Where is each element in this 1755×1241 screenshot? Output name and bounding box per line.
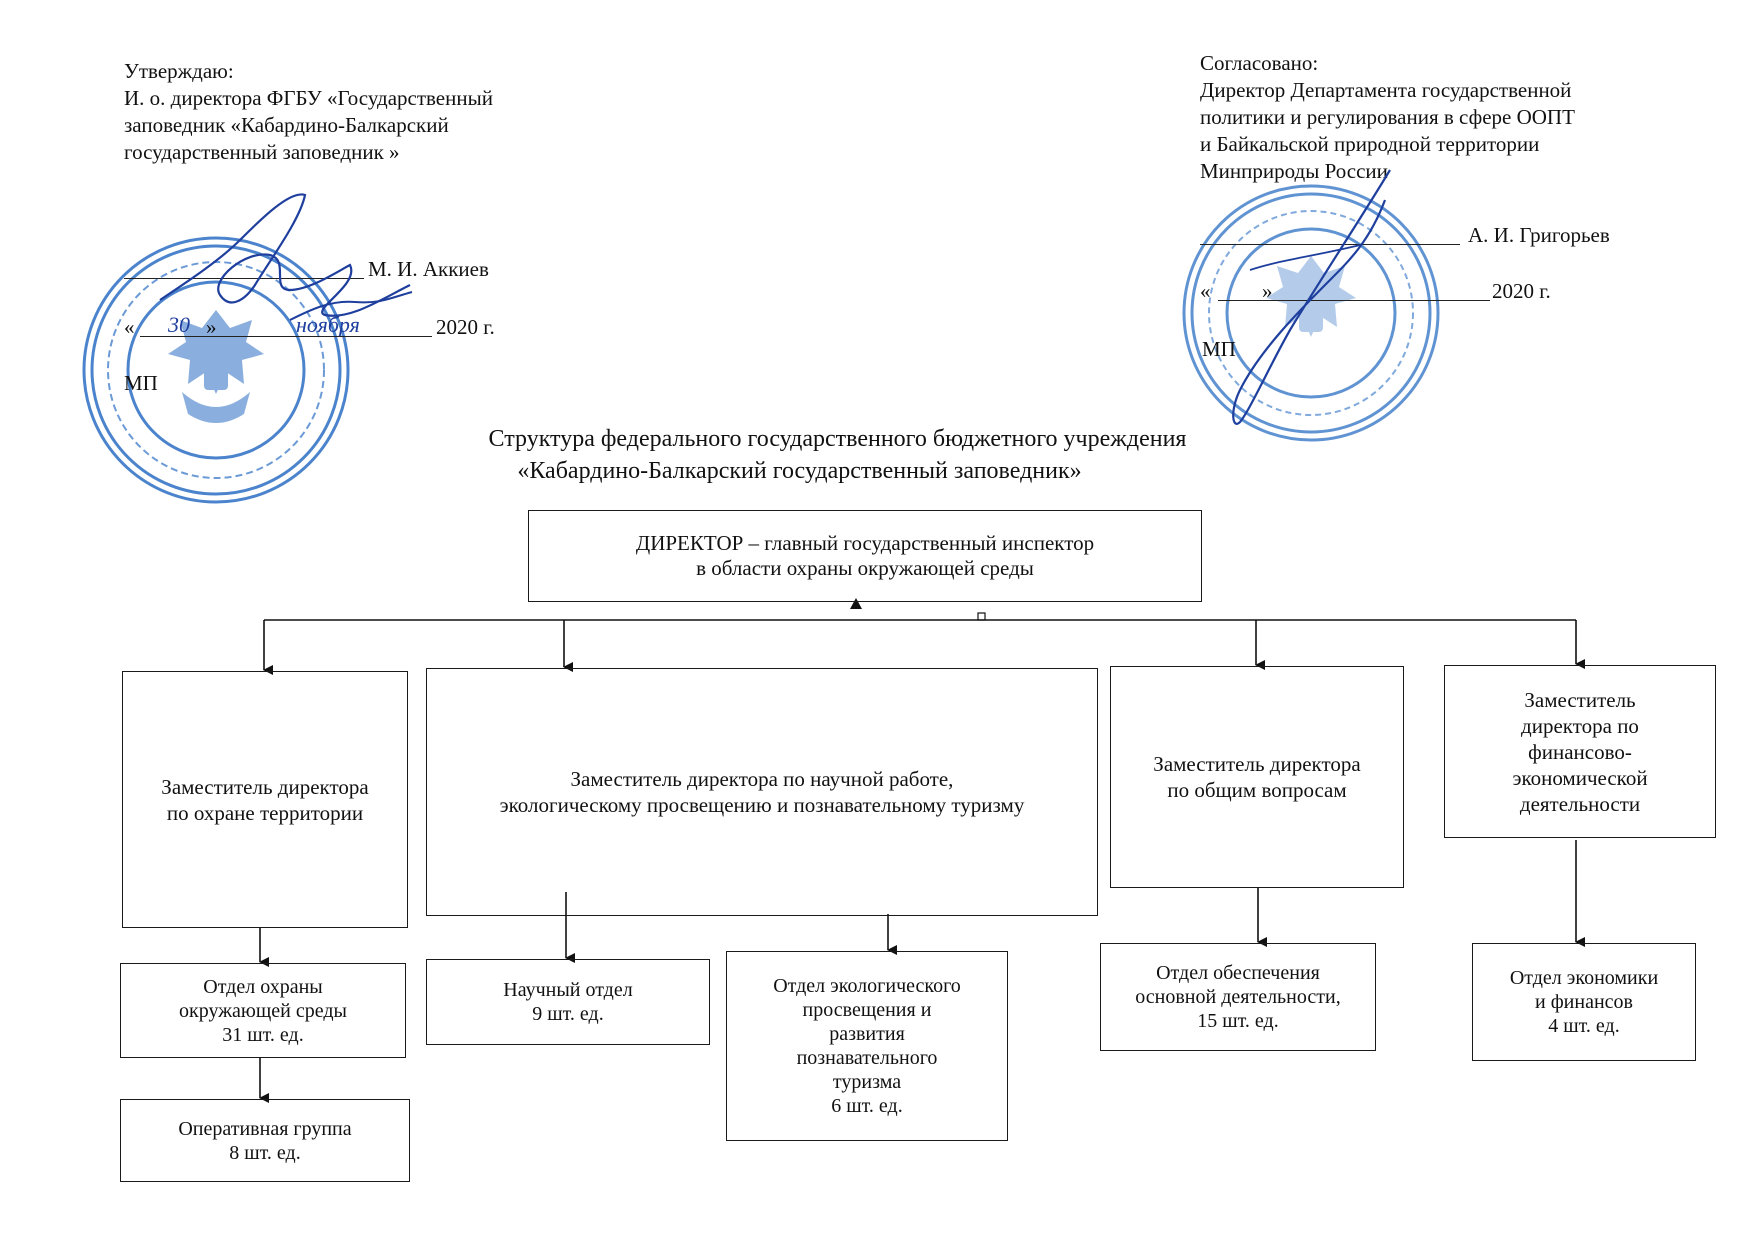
director-box-label: ДИРЕКТОР – главный государственный инспе… bbox=[635, 531, 1095, 580]
deputy-territory-box: Заместитель директора по охране территор… bbox=[122, 671, 408, 928]
agree-position-line-2: политики и регулирования в сфере ООПТ bbox=[1200, 105, 1575, 129]
dept-support-box: Отдел обеспечения основной деятельности,… bbox=[1100, 943, 1376, 1051]
dept-science-label: Научный отдел 9 шт. ед. bbox=[503, 979, 633, 1025]
dept-operative-label: Оперативная группа 8 шт. ед. bbox=[178, 1117, 352, 1164]
dept-operative-box: Оперативная группа 8 шт. ед. bbox=[120, 1099, 410, 1182]
deputy-territory-label: Заместитель директора по охране территор… bbox=[161, 774, 369, 825]
approve-date-line bbox=[140, 336, 432, 337]
approve-position-line-2: заповедник «Кабардино-Балкарский bbox=[124, 113, 449, 137]
agree-date-close-quote: » bbox=[1262, 279, 1273, 303]
dept-environment-label: Отдел охраны окружающей среды 31 шт. ед. bbox=[179, 975, 347, 1046]
agree-signature-scribble bbox=[1232, 169, 1391, 425]
dept-economics-box: Отдел экономики и финансов 4 шт. ед. bbox=[1472, 943, 1696, 1061]
agree-position-line-1: Директор Департамента государственной bbox=[1200, 78, 1572, 102]
approve-signer-name: М. И. Аккиев bbox=[368, 257, 489, 281]
deputy-general-label: Заместитель директора по общим вопросам bbox=[1153, 752, 1361, 802]
agree-date-line bbox=[1218, 300, 1490, 301]
dept-support-label: Отдел обеспечения основной деятельности,… bbox=[1135, 962, 1341, 1032]
dept-eco-education-label: Отдел экологического просвещения и разви… bbox=[773, 975, 961, 1117]
approve-date-year: 2020 г. bbox=[436, 315, 495, 339]
approve-position-line-3: государственный заповедник » bbox=[124, 140, 400, 164]
deputy-science-label: Заместитель директора по научной работе,… bbox=[499, 767, 1025, 817]
approve-signature-scribble bbox=[159, 193, 413, 321]
agree-date-open-quote: « bbox=[1200, 279, 1211, 303]
approve-signature-line bbox=[124, 278, 364, 279]
agree-position-line-3: и Байкальской природной территории bbox=[1200, 132, 1540, 156]
deputy-finance-label: Заместитель директора по финансово- экон… bbox=[1512, 687, 1648, 816]
dept-eco-education-box: Отдел экологического просвещения и разви… bbox=[726, 951, 1008, 1141]
approve-heading: Утверждаю: bbox=[124, 59, 234, 83]
deputy-finance-box: Заместитель директора по финансово- экон… bbox=[1444, 665, 1716, 838]
approve-position-line-1: И. о. директора ФГБУ «Государственный bbox=[124, 86, 493, 110]
document-title-line-2: «Кабардино-Балкарский государственный за… bbox=[517, 458, 1082, 484]
agree-position-line-4: Минприроды России bbox=[1200, 159, 1388, 183]
agree-date-year: 2020 г. bbox=[1492, 279, 1551, 303]
agree-heading: Согласовано: bbox=[1200, 51, 1319, 75]
approve-stamp-mark: МП bbox=[124, 371, 158, 395]
dept-environment-box: Отдел охраны окружающей среды 31 шт. ед. bbox=[120, 963, 406, 1058]
deputy-science-box: Заместитель директора по научной работе,… bbox=[426, 668, 1098, 916]
approve-date-open-quote: « bbox=[124, 315, 135, 339]
director-box: ДИРЕКТОР – главный государственный инспе… bbox=[528, 510, 1202, 602]
dept-economics-label: Отдел экономики и финансов 4 шт. ед. bbox=[1509, 967, 1659, 1037]
dept-science-box: Научный отдел 9 шт. ед. bbox=[426, 959, 710, 1045]
agree-stamp-mark: МП bbox=[1202, 337, 1236, 361]
deputy-general-box: Заместитель директора по общим вопросам bbox=[1110, 666, 1404, 888]
approve-date-day: 30 bbox=[168, 312, 190, 337]
agree-signature-line bbox=[1200, 244, 1460, 245]
agree-signer-name: А. И. Григорьев bbox=[1468, 223, 1610, 247]
document-title-line-1: Структура федерального государственного … bbox=[488, 426, 1187, 452]
approve-date-close-quote: » bbox=[206, 315, 217, 339]
